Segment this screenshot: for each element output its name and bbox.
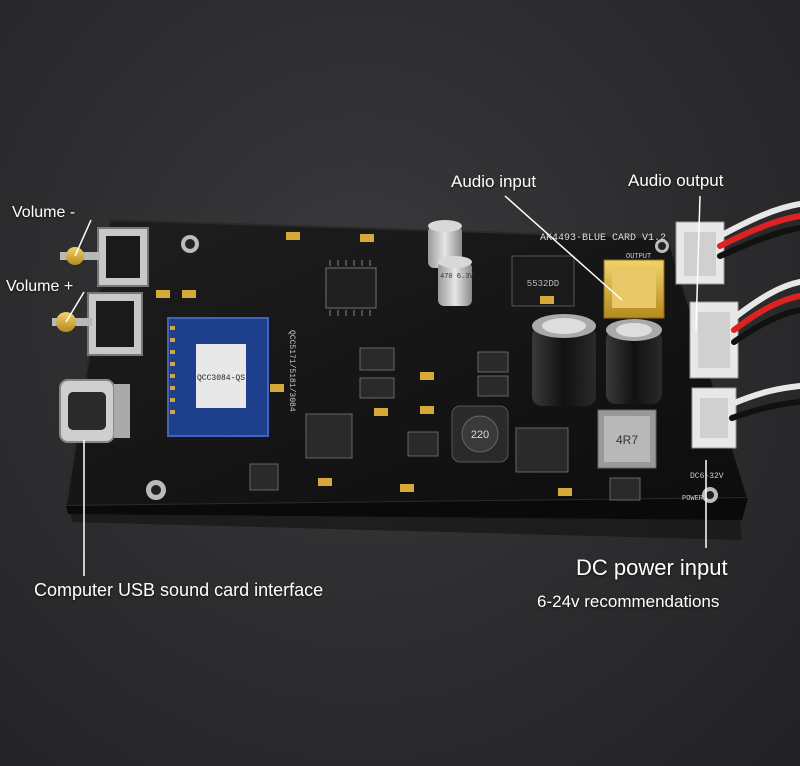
opamp-text: 5532DD [527, 279, 559, 289]
module-text: QCC3084-QS [197, 374, 245, 383]
audio-output-connector [689, 301, 739, 379]
smd-components [249, 347, 641, 501]
smd-resistors [156, 232, 572, 496]
inductor-220: 220 [451, 405, 509, 463]
board-title: AK4493-BLUE CARD V1.2 [540, 233, 666, 244]
silver-capacitors [428, 220, 472, 306]
audio-output-label: Audio output [628, 171, 724, 190]
cables [717, 201, 800, 421]
bluetooth-module: QCC3084-QS [167, 317, 269, 437]
power-silkscreen: DC6-32V [690, 472, 724, 481]
chip-silkscreen: QCC5171/5181/3084 [287, 330, 296, 412]
usb-c-port [59, 379, 130, 443]
dc-recommendation-label: 6-24v recommendations [537, 592, 720, 611]
callout-lines [65, 195, 707, 576]
volume-minus-button [60, 227, 149, 287]
cap-silkscreen: 470 6.3V [440, 273, 474, 281]
volume-plus-button [52, 292, 143, 356]
output-silkscreen: OUTPUT [626, 253, 651, 261]
volume-plus-label: Volume + [6, 278, 74, 295]
relay [603, 259, 665, 319]
dc-power-label: DC power input [576, 555, 728, 580]
inductor-4r7-text: 4R7 [616, 433, 638, 447]
main-chip [325, 260, 377, 316]
inductor-220-text: 220 [471, 429, 489, 441]
mounting-holes [146, 235, 718, 503]
usb-interface-label: Computer USB sound card interface [34, 580, 324, 600]
volume-minus-label: Volume - [12, 204, 76, 221]
black-capacitors [532, 314, 662, 406]
pcb-edge [66, 498, 748, 520]
inductor-4r7: 4R7 [597, 409, 657, 469]
power-text-silkscreen: POWER [682, 495, 704, 503]
audio-input-connector [675, 221, 725, 285]
audio-input-label: Audio input [451, 172, 537, 191]
